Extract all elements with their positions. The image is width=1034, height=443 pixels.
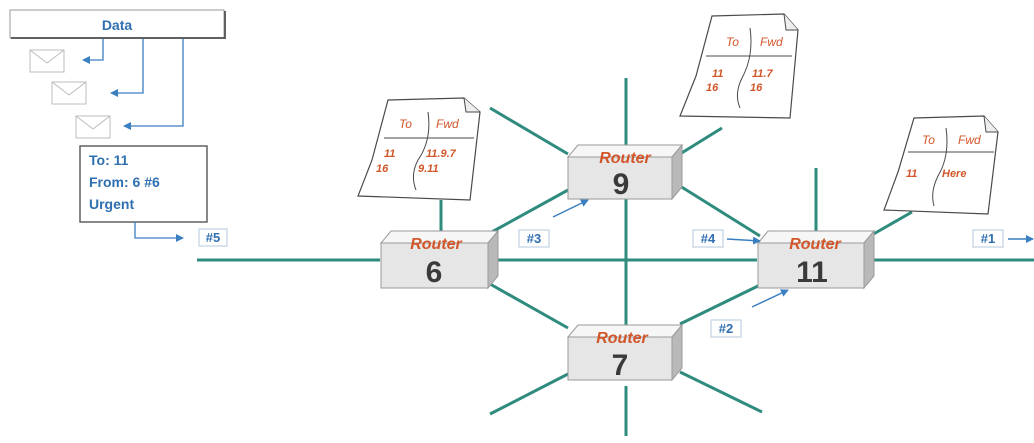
link-11-up-right	[869, 210, 913, 238]
router-label: Router	[789, 236, 841, 253]
hop-3: #3	[518, 229, 550, 248]
table-cell-fwd: 9.11	[418, 163, 439, 175]
link-6-to-9	[489, 188, 569, 235]
routing-table-router-6: To Fwd 11 11.9.7 16 9.11	[357, 97, 481, 201]
envelope-icon	[29, 49, 65, 73]
hop-2-arrow	[751, 289, 789, 308]
hop-label: #5	[206, 230, 220, 245]
link-6-to-7	[489, 282, 569, 330]
router-number: 6	[426, 256, 443, 289]
hop-label: #1	[981, 231, 995, 246]
hop-label: #3	[527, 231, 541, 246]
router-7[interactable]: Router 7	[566, 323, 684, 382]
router-label: Router	[596, 330, 648, 347]
link-7-down-left	[489, 372, 569, 416]
hop-label: #4	[701, 231, 716, 246]
link-7-down-right	[679, 370, 763, 414]
split-line-1	[82, 39, 104, 64]
table-header-to: To	[922, 133, 935, 147]
link-9-up-left	[489, 106, 569, 156]
router-number: 11	[796, 256, 828, 289]
router-label: Router	[599, 150, 651, 167]
packet-priority: Urgent	[89, 196, 134, 212]
table-cell-fwd: 11.9.7	[426, 148, 457, 160]
hop-5: #5	[198, 228, 228, 247]
data-split-lines	[82, 39, 184, 130]
table-cell-to: 16	[706, 82, 719, 94]
link-7-to-11	[679, 283, 761, 326]
data-box-label: Data	[102, 17, 133, 33]
packet-arrow	[134, 222, 184, 242]
hop-4-arrow	[726, 236, 761, 245]
router-number: 7	[612, 349, 629, 382]
table-header-to: To	[399, 117, 412, 131]
table-cell-fwd: 11.7	[752, 68, 773, 80]
table-header-to: To	[726, 35, 739, 49]
split-line-2	[110, 39, 144, 97]
table-header-fwd: Fwd	[436, 117, 459, 131]
table-cell-to: 16	[376, 163, 389, 175]
table-cell-to: 11	[384, 148, 395, 160]
link-9-up-right	[679, 126, 723, 156]
router-6[interactable]: Router 6	[379, 229, 500, 290]
envelope-icon	[51, 81, 87, 105]
packet-from: From: 6 #6	[89, 174, 160, 190]
table-cell-to: 11	[712, 68, 723, 80]
table-cell-fwd: 16	[750, 82, 763, 94]
link-9-to-11	[679, 184, 761, 238]
table-cell-fwd: Here	[942, 168, 966, 180]
routing-table-router-9: To Fwd 11 11.7 16 16	[679, 13, 799, 119]
hop-4: #4	[692, 229, 724, 248]
hop-1: #1	[972, 229, 1004, 248]
network-links	[197, 78, 1034, 436]
router-11[interactable]: Router 11	[756, 229, 876, 290]
router-label: Router	[410, 236, 462, 253]
hop-3-arrow	[552, 199, 589, 218]
table-header-fwd: Fwd	[760, 35, 783, 49]
table-header-fwd: Fwd	[958, 133, 981, 147]
table-cell-to: 11	[906, 168, 917, 180]
router-9[interactable]: Router 9	[566, 143, 684, 201]
routing-table-router-11: To Fwd 11 Here	[883, 115, 999, 215]
hop-2: #2	[710, 319, 742, 338]
packet-to: To: 11	[89, 152, 129, 168]
envelope-icon	[75, 115, 111, 139]
data-box: Data	[9, 9, 226, 39]
hop-label: #2	[719, 321, 733, 336]
packet-header-box: To: 11 From: 6 #6 Urgent	[79, 145, 208, 223]
router-number: 9	[613, 168, 630, 201]
split-line-3	[123, 39, 184, 130]
